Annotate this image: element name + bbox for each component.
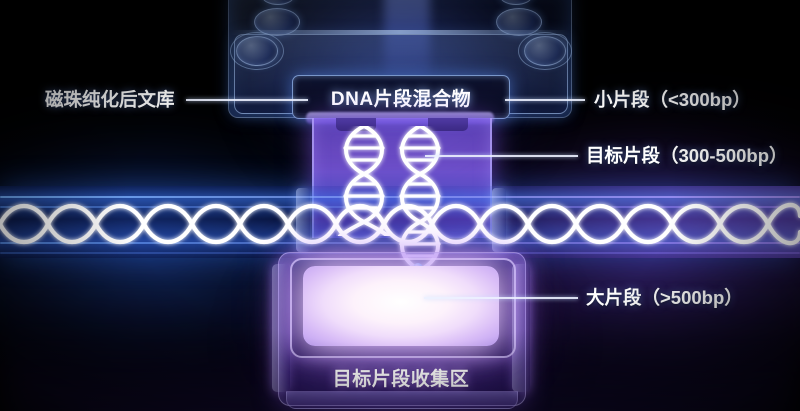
annotation-large-fragment: 大片段（>500bp） xyxy=(586,287,743,308)
junction-wall-left xyxy=(296,188,310,252)
well-ring xyxy=(230,32,284,70)
collection-pad xyxy=(303,266,499,346)
chip-label-text: DNA片段混合物 xyxy=(330,88,472,110)
annotation-small-fragment: 小片段（<300bp） xyxy=(594,89,751,110)
well-ring xyxy=(518,32,572,70)
junction-wall-right xyxy=(492,188,506,252)
channel-edge-line xyxy=(0,242,800,244)
annotation-target-fragment: 目标片段（300-500bp） xyxy=(586,145,788,166)
leader-line-left-library xyxy=(186,99,308,101)
channel-edge-line xyxy=(0,196,800,198)
target-collection-module: 目标片段收集区 xyxy=(272,248,530,411)
leader-line-small-fragment xyxy=(505,99,585,101)
collector-label-text: 目标片段收集区 xyxy=(332,368,470,390)
leader-line-large-fragment xyxy=(424,297,578,299)
channel-edge-line xyxy=(0,206,800,208)
channel-notch-left xyxy=(336,118,376,131)
annotation-left-library: 磁珠纯化后文库 xyxy=(45,89,175,110)
leader-line-target-fragment xyxy=(425,155,578,157)
collector-label: 目标片段收集区 xyxy=(278,360,524,394)
channel-notch-right xyxy=(428,118,468,131)
